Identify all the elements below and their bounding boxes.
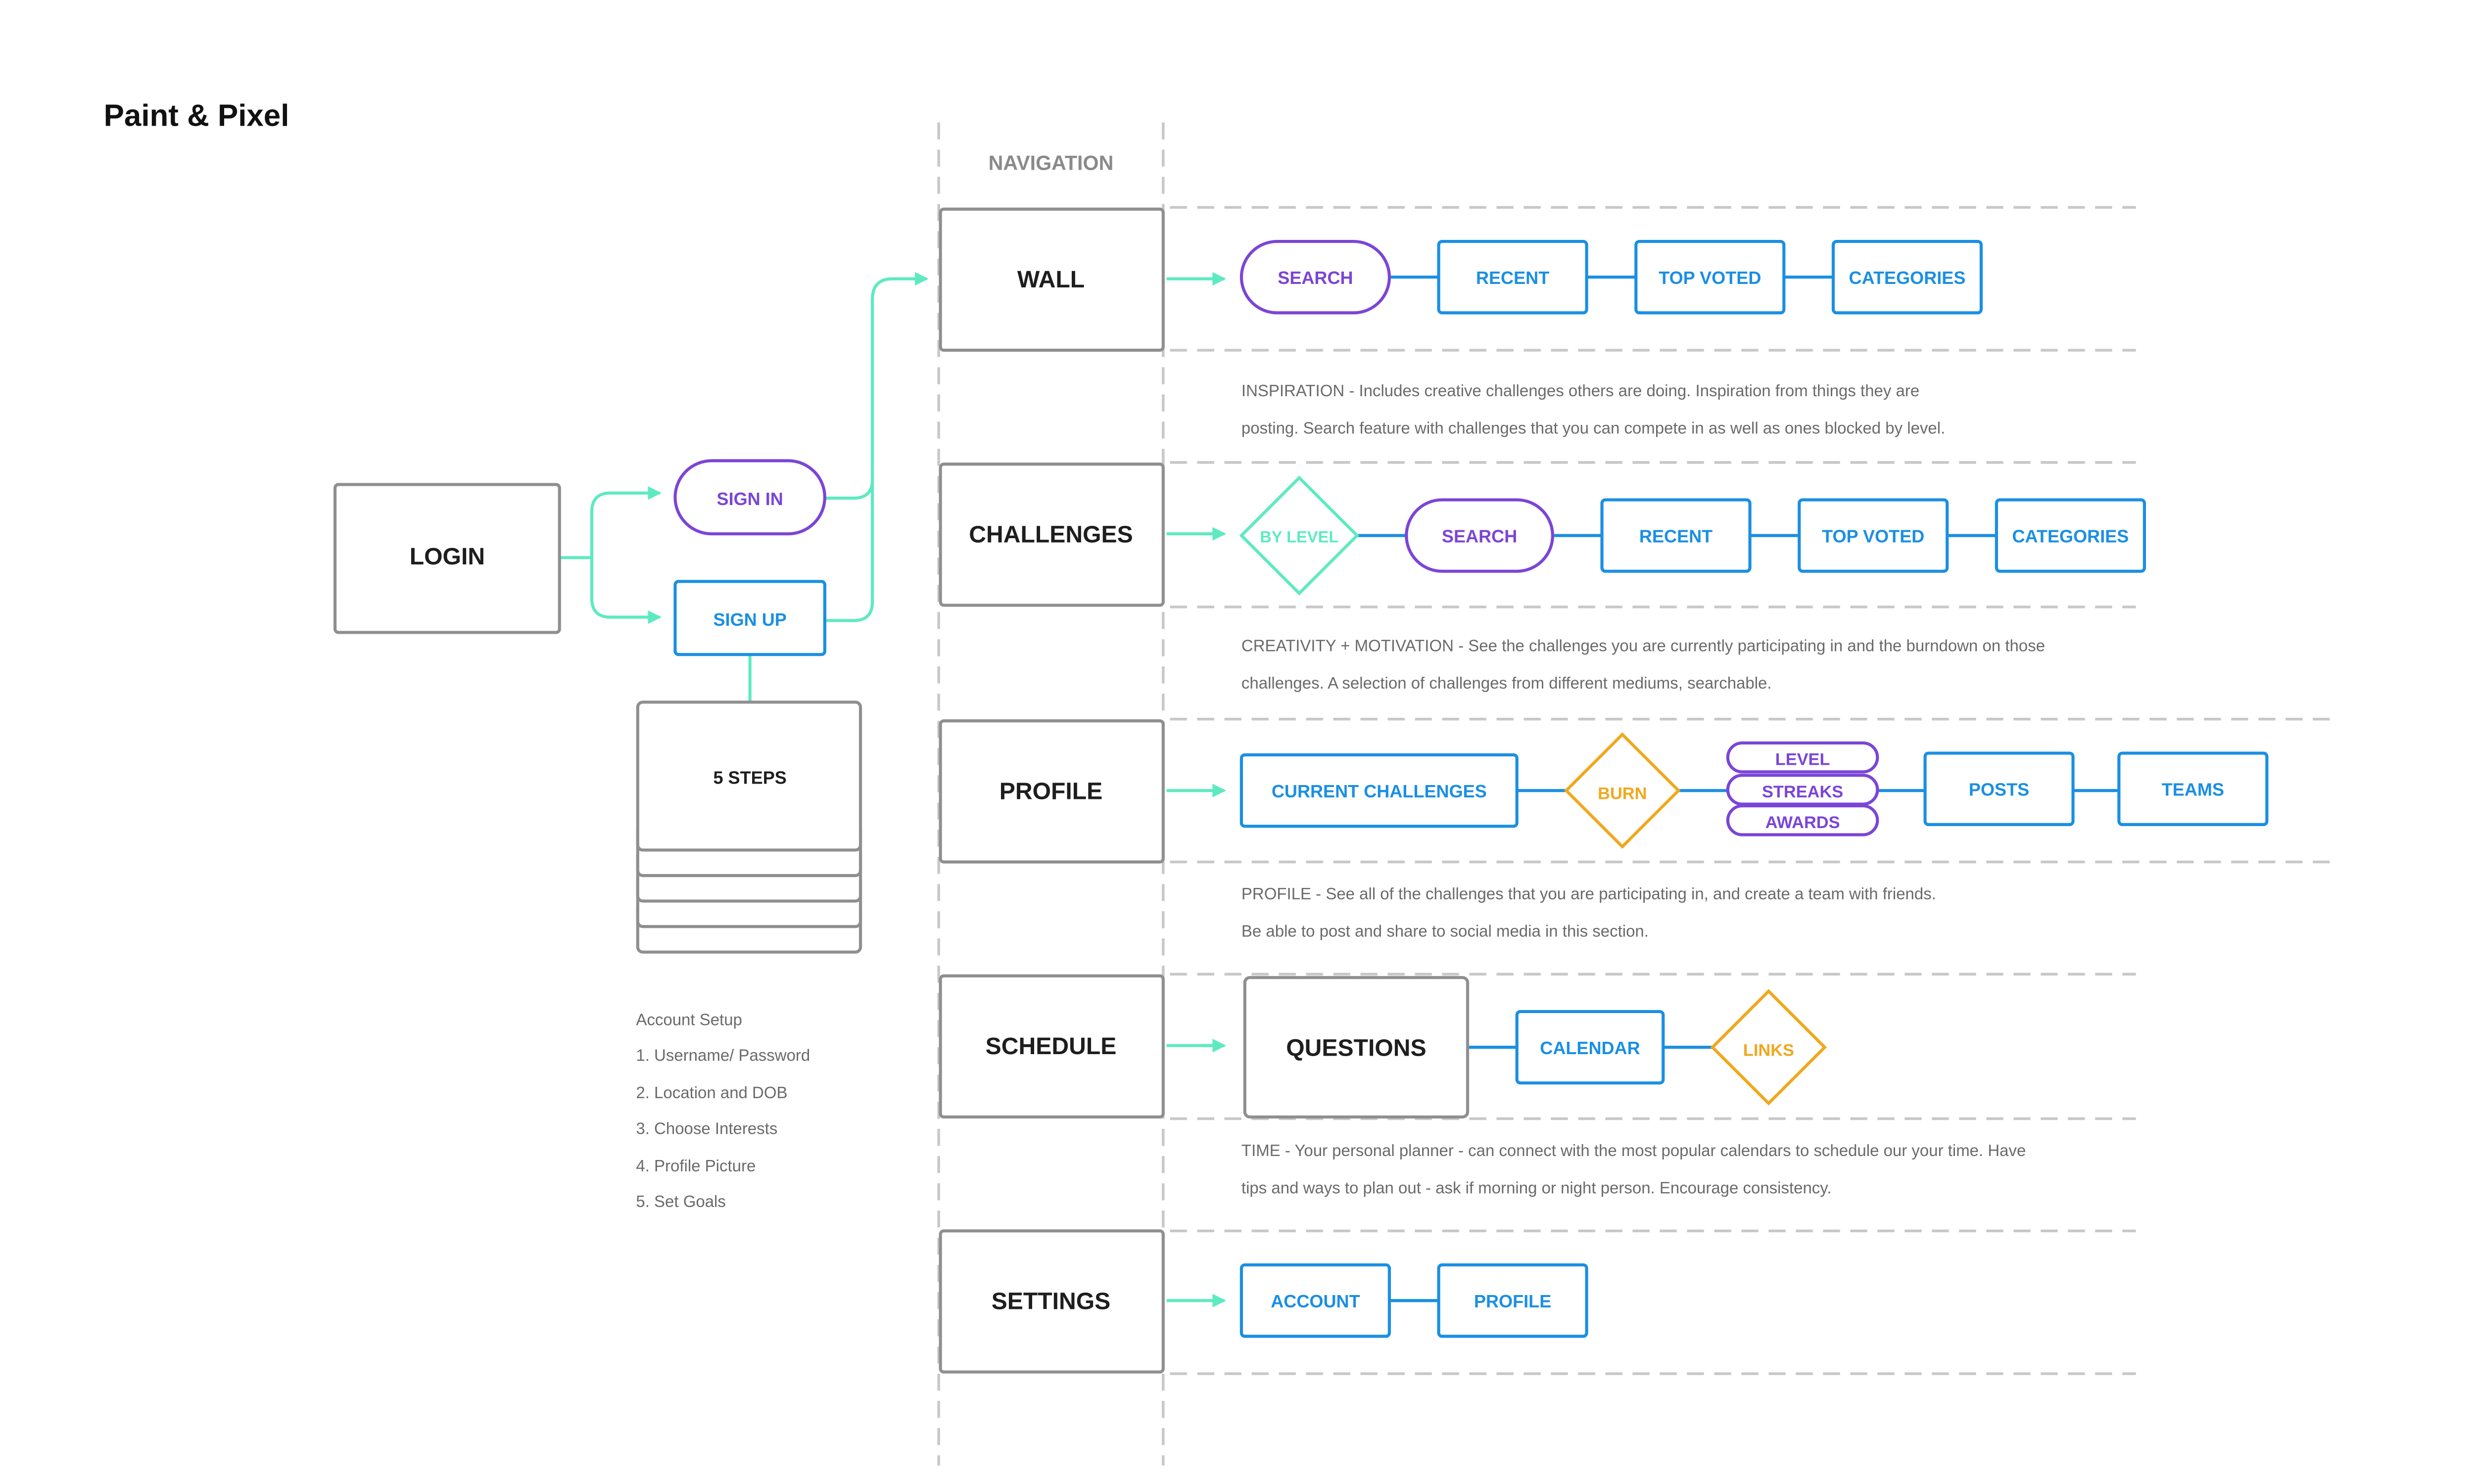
nav-challenges[interactable]: CHALLENGES: [939, 463, 1165, 607]
challenges-recent-label: RECENT: [1639, 526, 1713, 546]
account-setup-item: 4. Profile Picture: [636, 1157, 756, 1176]
nav-challenges-label: CHALLENGES: [969, 521, 1133, 548]
nav-settings[interactable]: SETTINGS: [939, 1229, 1165, 1374]
profile-teams-label: TEAMS: [2162, 779, 2224, 799]
wall-note-line: posting. Search feature with challenges …: [1241, 419, 1946, 438]
schedule-note-line: TIME - Your personal planner - can conne…: [1241, 1142, 2026, 1161]
challenges-top-voted-node[interactable]: TOP VOTED: [1798, 498, 1949, 573]
profile-burn-label: BURN: [1598, 784, 1647, 803]
column-header: NAVIGATION: [989, 152, 1114, 175]
challenges-note-line: CREATIVITY + MOTIVATION - See the challe…: [1241, 637, 2046, 656]
profile-note-line: Be able to post and share to social medi…: [1241, 922, 1649, 941]
profile-posts-node[interactable]: POSTS: [1923, 751, 2075, 826]
wall-categories-label: CATEGORIES: [1849, 268, 1966, 288]
steps-stack: [636, 700, 862, 954]
wall-recent-node[interactable]: RECENT: [1437, 239, 1588, 315]
schedule-questions-label: QUESTIONS: [1286, 1034, 1426, 1061]
account-setup-item: 5. Set Goals: [636, 1193, 726, 1212]
brand-title: Paint & Pixel: [103, 98, 289, 133]
profile-note: PROFILE - See all of the challenges that…: [1241, 877, 1936, 950]
account-setup-item: 2. Location and DOB: [636, 1084, 788, 1103]
settings-profile-node[interactable]: PROFILE: [1437, 1263, 1588, 1338]
schedule-questions-node[interactable]: QUESTIONS: [1243, 976, 1470, 1119]
nav-arrows: [1166, 272, 1227, 1307]
settings-account-label: ACCOUNT: [1271, 1291, 1360, 1311]
nav-profile-label: PROFILE: [999, 778, 1102, 804]
nav-wall-label: WALL: [1017, 266, 1085, 293]
row-connectors: [1357, 276, 2119, 1302]
wall-top-voted-label: TOP VOTED: [1659, 268, 1761, 288]
schedule-calendar-node[interactable]: CALENDAR: [1515, 1010, 1665, 1085]
account-setup-item: 3. Choose Interests: [636, 1120, 778, 1140]
schedule-links-label: LINKS: [1743, 1041, 1794, 1060]
challenges-by-level-label: BY LEVEL: [1260, 527, 1338, 546]
wall-search-label: SEARCH: [1278, 268, 1353, 288]
nav-schedule-label: SCHEDULE: [986, 1033, 1117, 1060]
account-setup-item: 1. Username/ Password: [636, 1048, 810, 1067]
challenges-recent-node[interactable]: RECENT: [1600, 498, 1752, 573]
wall-categories-node[interactable]: CATEGORIES: [1831, 239, 1983, 315]
profile-burn-node[interactable]: BURN: [1564, 732, 1681, 849]
challenges-categories-node[interactable]: CATEGORIES: [1995, 498, 2146, 573]
profile-awards-node[interactable]: AWARDS: [1726, 804, 1879, 836]
nav-schedule[interactable]: SCHEDULE: [939, 974, 1165, 1119]
profile-level-node[interactable]: LEVEL: [1726, 741, 1879, 774]
nav-wall[interactable]: WALL: [939, 207, 1165, 352]
wall-note: INSPIRATION - Includes creative challeng…: [1241, 374, 1945, 447]
steps-label: 5 STEPS: [713, 767, 786, 788]
wall-search-node[interactable]: SEARCH: [1239, 239, 1391, 315]
settings-profile-label: PROFILE: [1474, 1291, 1551, 1311]
challenges-by-level-node[interactable]: BY LEVEL: [1239, 475, 1360, 596]
nav-profile[interactable]: PROFILE: [939, 719, 1165, 864]
login-node: LOGIN: [333, 483, 561, 634]
profile-streaks-label: STREAKS: [1762, 783, 1843, 801]
profile-current-challenges-node[interactable]: CURRENT CHALLENGES: [1239, 753, 1519, 828]
wall-note-line: INSPIRATION - Includes creative challeng…: [1241, 382, 1920, 402]
settings-account-node[interactable]: ACCOUNT: [1239, 1263, 1391, 1338]
schedule-note-line: tips and ways to plan out - ask if morni…: [1241, 1179, 1832, 1198]
challenges-search-node[interactable]: SEARCH: [1405, 498, 1554, 573]
sign-in-node[interactable]: SIGN IN: [673, 459, 826, 536]
profile-teams-node[interactable]: TEAMS: [2117, 751, 2269, 826]
profile-streaks-node[interactable]: STREAKS: [1726, 774, 1879, 806]
schedule-note: TIME - Your personal planner - can conne…: [1241, 1134, 2026, 1207]
profile-level-label: LEVEL: [1775, 750, 1830, 769]
login-label: LOGIN: [410, 543, 485, 570]
wall-top-voted-node[interactable]: TOP VOTED: [1634, 239, 1786, 315]
schedule-calendar-label: CALENDAR: [1540, 1038, 1640, 1058]
sign-up-node[interactable]: SIGN UP: [673, 580, 826, 656]
challenges-categories-label: CATEGORIES: [2012, 526, 2129, 546]
challenges-note: CREATIVITY + MOTIVATION - See the challe…: [1241, 629, 2045, 702]
login-connectors: [559, 272, 929, 702]
challenges-note-line: challenges. A selection of challenges fr…: [1241, 674, 1772, 693]
profile-note-line: PROFILE - See all of the challenges that…: [1241, 885, 1936, 905]
account-setup-list: Account Setup 1. Username/ Password 2. L…: [636, 1003, 810, 1221]
profile-current-challenges-label: CURRENT CHALLENGES: [1272, 781, 1487, 801]
profile-posts-label: POSTS: [1969, 779, 2029, 799]
challenges-search-label: SEARCH: [1442, 526, 1517, 546]
sign-in-label: SIGN IN: [717, 489, 783, 509]
account-setup-title: Account Setup: [636, 1011, 742, 1030]
challenges-top-voted-label: TOP VOTED: [1822, 526, 1924, 546]
sign-up-label: SIGN UP: [713, 609, 786, 630]
profile-awards-label: AWARDS: [1765, 813, 1840, 832]
nav-settings-label: SETTINGS: [992, 1288, 1111, 1314]
wall-recent-label: RECENT: [1476, 268, 1549, 288]
schedule-links-node[interactable]: LINKS: [1710, 989, 1827, 1106]
